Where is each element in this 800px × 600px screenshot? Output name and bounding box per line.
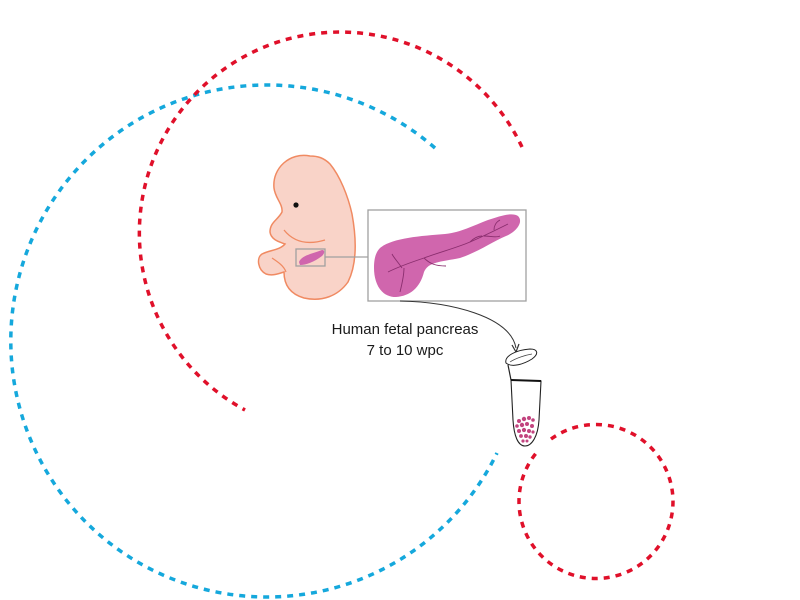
caption-tissue-label: Human fetal pancreas <box>331 321 479 338</box>
microcentrifuge-tube-with-tissue <box>505 348 542 447</box>
figure-caption: Human fetal pancreas 7 to 10 wpc <box>300 319 510 361</box>
pancreas-shape <box>374 214 521 297</box>
embryo-body <box>257 154 357 300</box>
embryo-leg-line <box>271 257 287 273</box>
embryo-eye <box>293 202 299 208</box>
embryo-pancreas <box>299 250 325 265</box>
blue-dotted-arc-large <box>9 83 499 599</box>
embryo-arm-line <box>283 229 326 244</box>
embryo-illustration <box>257 154 368 300</box>
tissue-fragments <box>515 416 535 443</box>
decorative-arcs <box>9 30 675 599</box>
pancreas-magnified-inset <box>367 209 527 302</box>
caption-age-label: 7 to 10 wpc <box>366 342 444 359</box>
pancreas-ducts <box>387 219 509 293</box>
tube-lid <box>505 348 538 366</box>
red-dotted-arc-large <box>137 30 524 412</box>
red-dotted-circle-small <box>517 422 675 581</box>
